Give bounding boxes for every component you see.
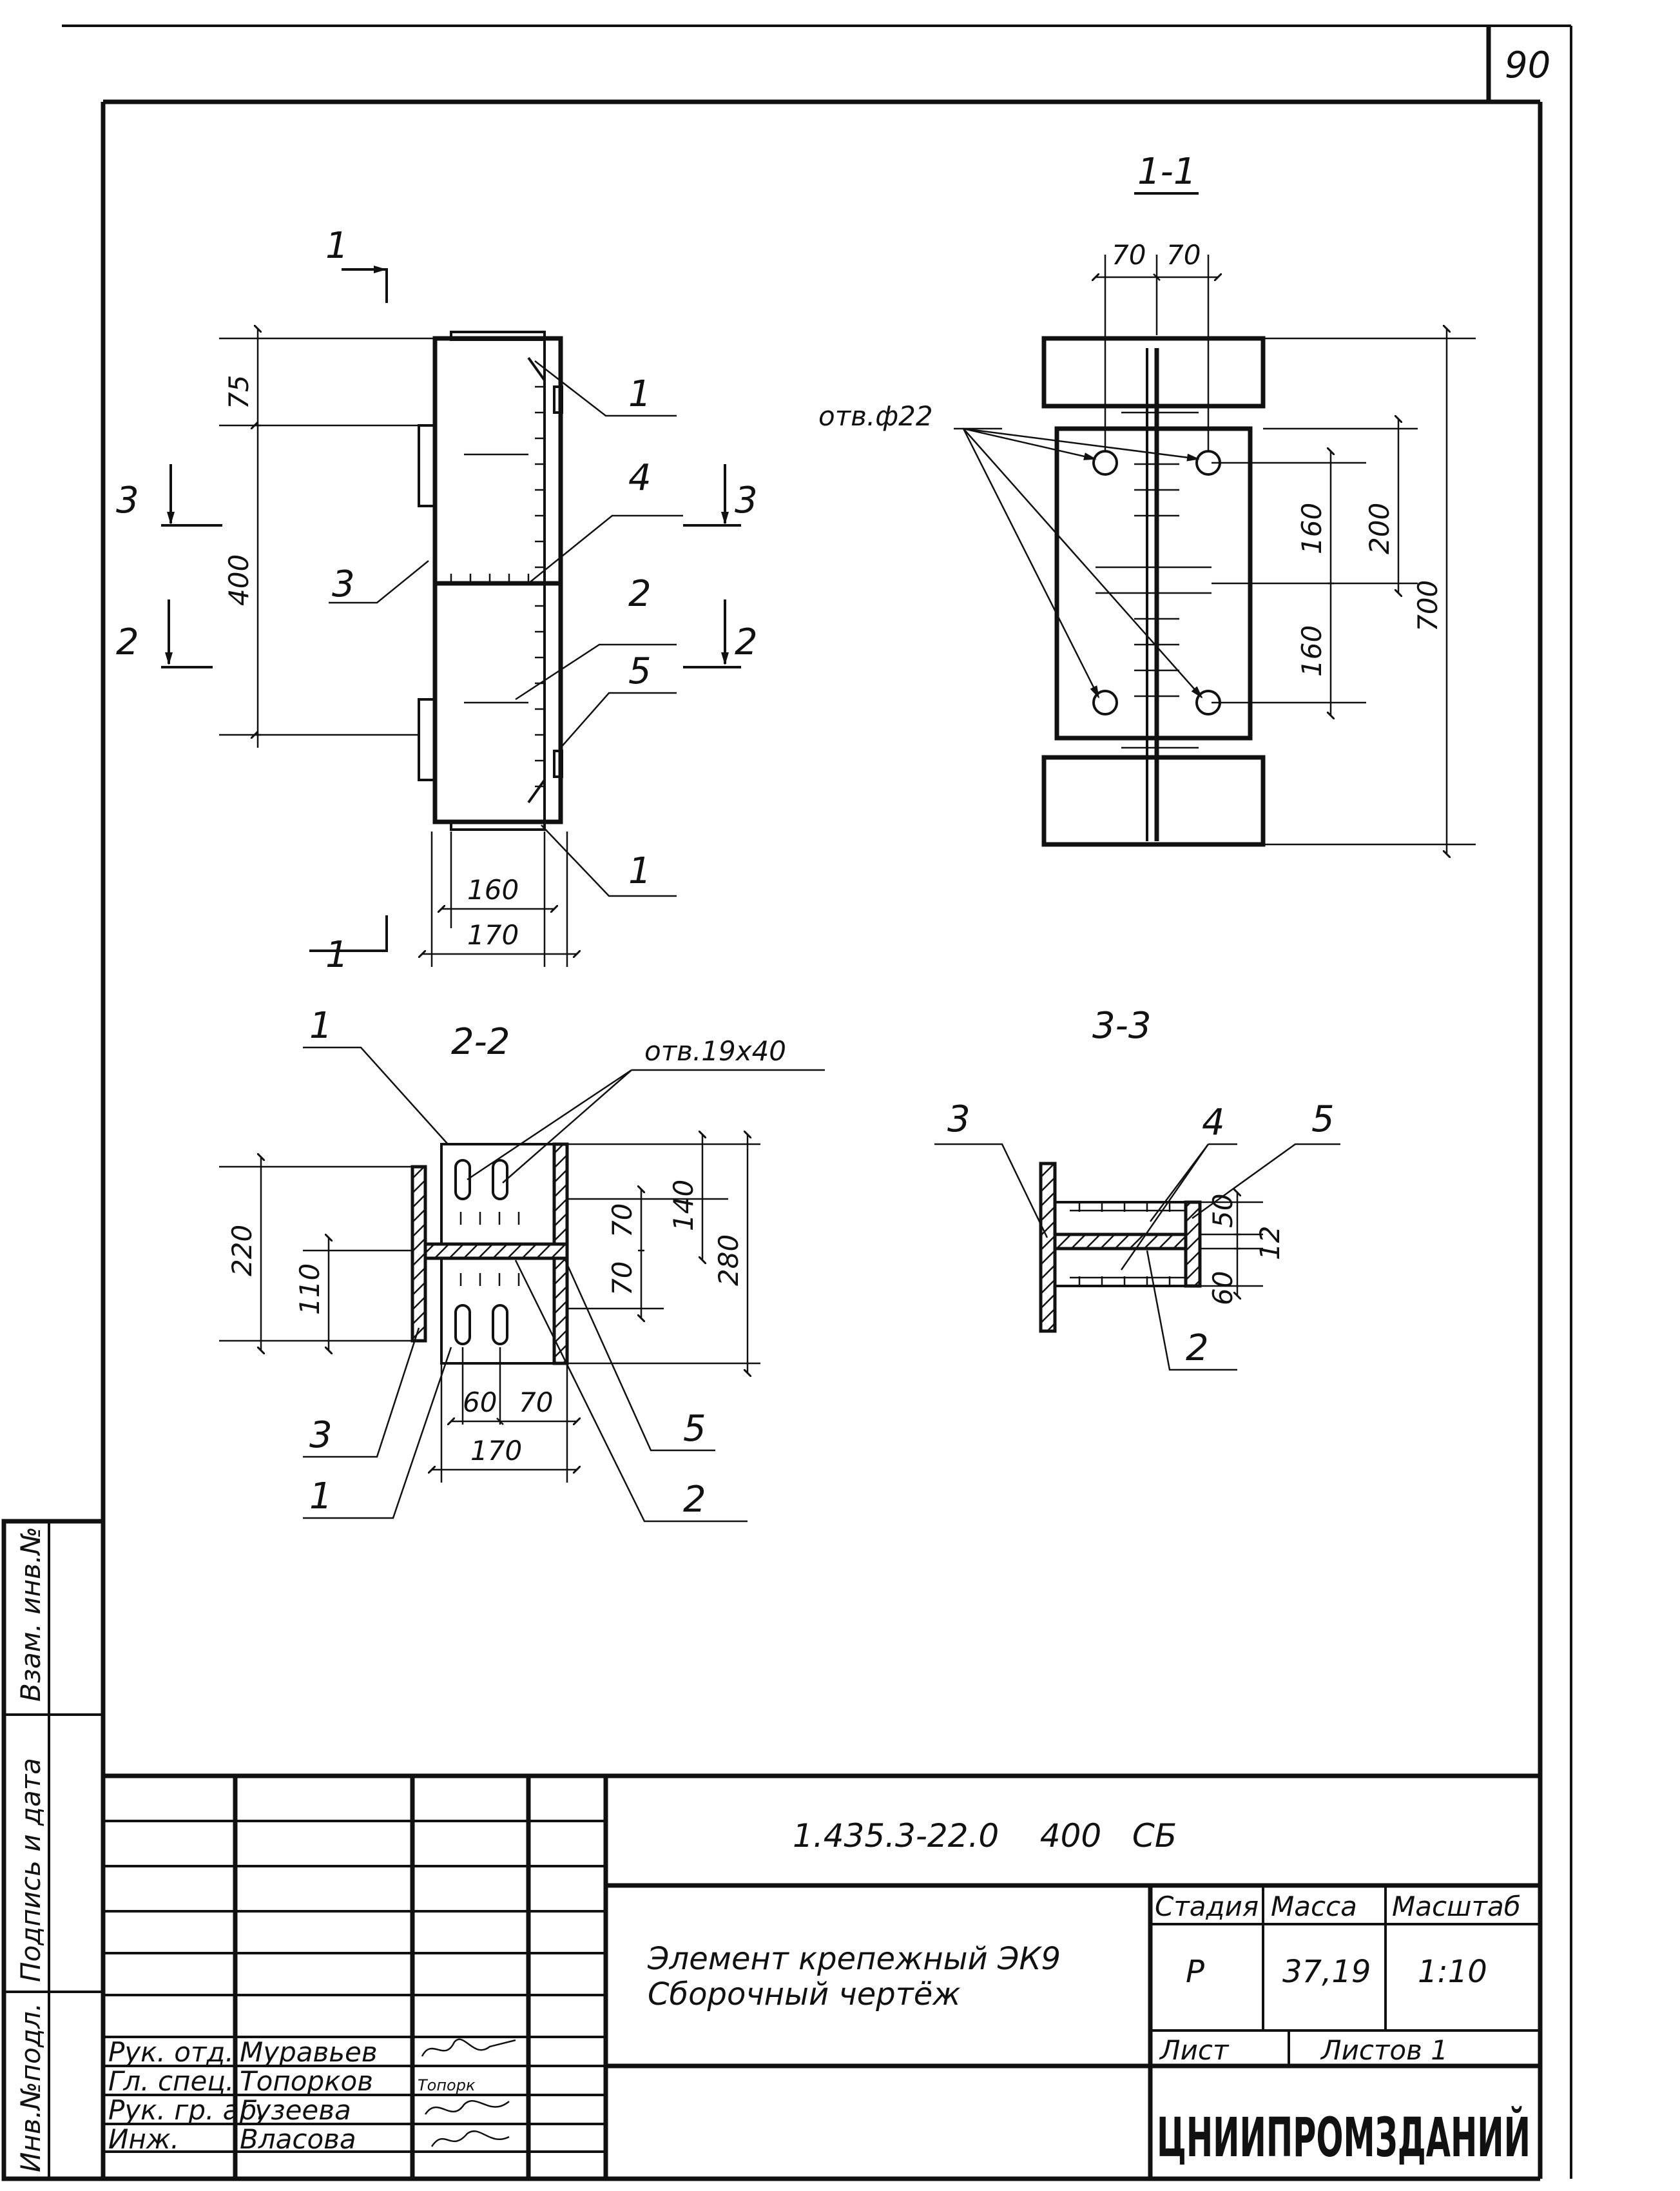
s22-dim-170: 170 [470, 1435, 522, 1466]
s22-dim-280: 280 [713, 1234, 744, 1286]
section-mark-1-bottom: 1 [325, 934, 349, 976]
side-stamp: Взам. инв.№ Подпись и дата Инв.№подл. [1, 1519, 106, 2181]
document-code: 1.435.3-22.0 400 СБ [793, 1817, 1177, 1855]
elev-part-1-bottom: 1 [628, 850, 652, 892]
s11-dim-70-left: 70 [1112, 239, 1146, 271]
value-stage: Р [1186, 1954, 1204, 1990]
s22-dim-70-bottom: 70 [606, 1261, 638, 1296]
s11-dim-160-bottom: 160 [1296, 625, 1328, 677]
signatory-name-1: Муравьев [240, 2036, 378, 2068]
elev-part-5: 5 [628, 650, 652, 692]
signatory-sign-2: Топорк [418, 2076, 476, 2094]
elev-part-1-top: 1 [628, 373, 652, 415]
header-stage: Стадия [1155, 1891, 1259, 1922]
elev-part-3: 3 [332, 563, 355, 605]
signature-marks [421, 2038, 516, 2147]
section-mark-3-left: 3 [116, 480, 139, 521]
sheet-number: 90 [1505, 44, 1550, 86]
signatory-role-4: Инж. [108, 2123, 179, 2155]
section-3-3-title: 3-3 [1092, 1005, 1151, 1047]
organization-name: ЦНИИПРОМЗДАНИЙ [1157, 2106, 1530, 2169]
s33-part-4: 4 [1202, 1102, 1225, 1144]
document-title-line1: Элемент крепежный ЭК9 [647, 1941, 1061, 1977]
s22-part-5: 5 [683, 1408, 706, 1450]
s22-dim-140: 140 [668, 1180, 699, 1231]
section-2-2-title: 2-2 [451, 1021, 510, 1063]
section-mark-3-right: 3 [735, 480, 758, 521]
elev-dim-170: 170 [467, 919, 519, 951]
s33-part-3: 3 [947, 1098, 970, 1140]
section-mark-1-top: 1 [325, 225, 349, 267]
header-scale: Масштаб [1392, 1891, 1521, 1922]
stamp-podpis-data: Подпись и дата [15, 1758, 46, 1982]
value-mass: 37,19 [1282, 1954, 1371, 1990]
signatory-name-4: Власова [240, 2123, 356, 2155]
s33-part-5: 5 [1311, 1098, 1335, 1140]
stamp-inv-vzam: Взам. инв.№ [15, 1526, 46, 1702]
s11-dim-700: 700 [1412, 580, 1443, 632]
s33-dim-50: 50 [1207, 1194, 1239, 1228]
signatory-name-2: Топорков [240, 2065, 373, 2097]
section-1-1-hole-note: отв.ф22 [818, 400, 933, 432]
document-title-line2: Сборочный чертёж [648, 1976, 961, 2012]
s22-dim-70-top: 70 [606, 1203, 638, 1238]
title-block-grid [103, 1773, 1540, 2179]
header-mass: Масса [1271, 1891, 1357, 1922]
section-3-3-view [934, 1143, 1340, 1371]
section-mark-2-right: 2 [735, 621, 758, 663]
s22-part-1-bottom: 1 [309, 1475, 333, 1517]
section-2-2-view [219, 1046, 825, 1523]
sheets-count: Листов 1 [1320, 2034, 1448, 2066]
elev-dim-160: 160 [467, 874, 519, 906]
sheet-label: Лист [1159, 2034, 1230, 2066]
section-1-1-view [954, 192, 1476, 854]
s11-dim-160-top: 160 [1296, 503, 1328, 554]
s11-dim-70-right: 70 [1166, 239, 1201, 271]
s33-dim-12: 12 [1254, 1226, 1286, 1260]
stamp-inv-podl: Инв.№подл. [15, 2003, 46, 2172]
s33-dim-60: 60 [1207, 1271, 1239, 1305]
s22-part-3: 3 [309, 1414, 333, 1456]
s33-part-2: 2 [1186, 1327, 1209, 1369]
signatory-role-1: Рук. отд. [108, 2036, 234, 2068]
elev-dim-400: 400 [223, 554, 255, 606]
s22-part-2: 2 [683, 1479, 706, 1521]
section-1-1-title: 1-1 [1137, 151, 1196, 193]
s22-dim-220: 220 [226, 1225, 258, 1276]
signatory-role-3: Рук. гр. ар. [108, 2094, 265, 2126]
elev-dim-75: 75 [223, 375, 255, 409]
signatory-name-3: Гузеева [240, 2094, 351, 2126]
elevation-view [161, 266, 741, 967]
s22-dim-60: 60 [463, 1387, 497, 1418]
section-mark-2-left: 2 [116, 621, 139, 663]
s22-dim-70: 70 [519, 1387, 553, 1418]
s22-dim-110: 110 [294, 1263, 325, 1315]
value-scale: 1:10 [1418, 1954, 1487, 1990]
section-2-2-hole-note: отв.19х40 [644, 1035, 786, 1067]
sheet-frame [4, 24, 1572, 2181]
elev-part-4: 4 [628, 457, 652, 499]
s11-dim-200: 200 [1364, 503, 1395, 554]
signatory-role-2: Гл. спец. [108, 2065, 234, 2097]
s22-part-1-top: 1 [309, 1005, 333, 1047]
elev-part-2: 2 [628, 573, 652, 615]
